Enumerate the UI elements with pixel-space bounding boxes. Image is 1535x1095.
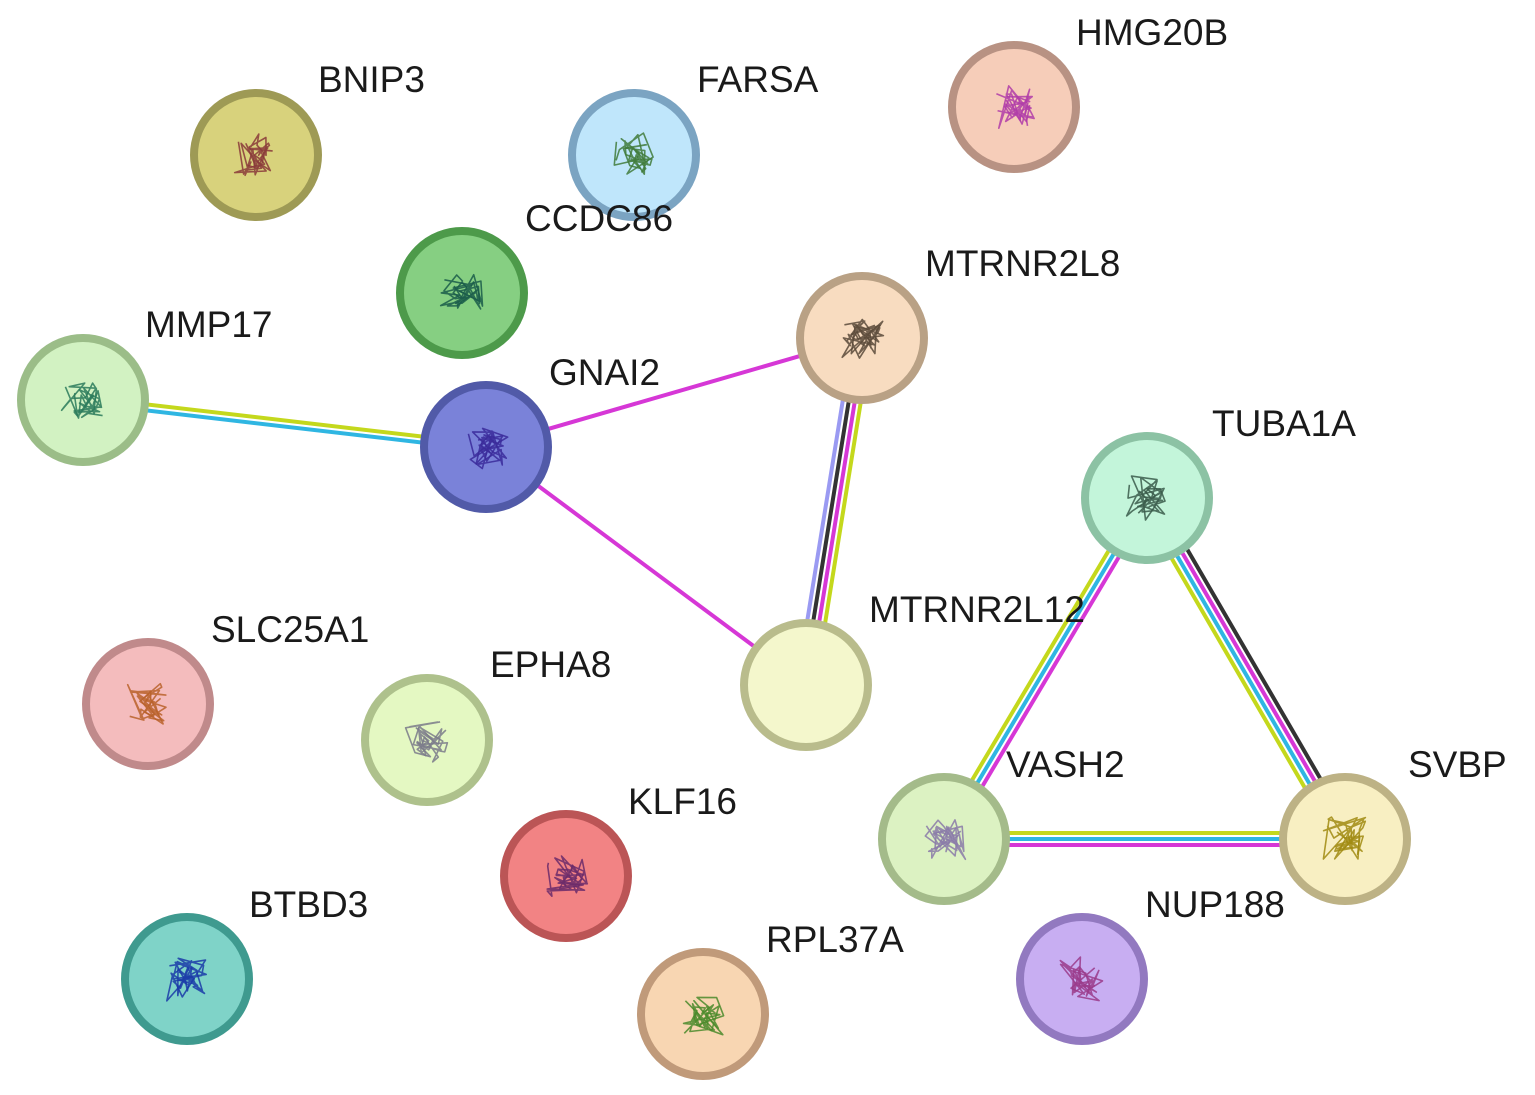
node-circle[interactable] (190, 89, 322, 221)
node-rpl37a[interactable] (637, 948, 769, 1080)
node-tuba1a[interactable] (1081, 432, 1213, 564)
node-klf16[interactable] (500, 810, 632, 942)
node-label-vash2: VASH2 (1006, 744, 1125, 785)
node-label-gnai2: GNAI2 (549, 352, 660, 393)
node-bnip3[interactable] (190, 89, 322, 221)
node-label-ccdc86: CCDC86 (525, 198, 673, 239)
protein-structure-icon (924, 819, 967, 861)
protein-structure-icon (1059, 956, 1104, 1002)
protein-structure-icon (1322, 816, 1367, 860)
node-farsa[interactable] (568, 89, 700, 221)
node-label-mmp17: MMP17 (145, 304, 272, 345)
edge-mmp17-gnai2 (82, 395, 487, 452)
edge-strand (1137, 501, 1339, 845)
edge-gnai2-mtrnr2l12 (484, 445, 808, 687)
node-label-nup188: NUP188 (1145, 884, 1285, 925)
node-mmp17[interactable] (17, 334, 149, 466)
node-circle[interactable] (740, 619, 872, 751)
node-svbp[interactable] (1279, 773, 1411, 905)
node-epha8[interactable] (361, 674, 493, 806)
edge-layer (82, 336, 1355, 847)
protein-structure-icon (467, 427, 509, 470)
node-label-tuba1a: TUBA1A (1212, 403, 1356, 444)
edge-strand (947, 500, 1154, 844)
node-layer (17, 41, 1411, 1080)
edge-vash2-svbp (944, 831, 1345, 847)
edge-strand (82, 400, 486, 452)
protein-structure-icon (404, 721, 449, 763)
edge-strand (942, 496, 1149, 841)
edge-strand (937, 493, 1144, 837)
node-label-bnip3: BNIP3 (318, 59, 425, 100)
edge-strand (484, 445, 808, 687)
protein-structure-icon (233, 133, 273, 177)
node-label-mtrnr2l8: MTRNR2L8 (925, 243, 1120, 284)
node-label-mtrnr2l12: MTRNR2L12 (869, 589, 1085, 630)
node-nup188[interactable] (1016, 913, 1148, 1045)
protein-structure-icon (546, 855, 589, 897)
protein-structure-icon (841, 318, 885, 359)
protein-structure-icon (996, 85, 1035, 129)
node-circle[interactable] (568, 89, 700, 221)
node-label-svbp: SVBP (1408, 744, 1507, 785)
node-label-hmg20b: HMG20B (1076, 12, 1228, 53)
edge-strand (1153, 492, 1355, 836)
node-hmg20b[interactable] (948, 41, 1080, 173)
edge-tuba1a-vash2 (937, 493, 1154, 844)
protein-structure-icon (60, 382, 103, 419)
node-vash2[interactable] (878, 773, 1010, 905)
node-gnai2[interactable] (420, 381, 552, 513)
protein-structure-icon (682, 996, 725, 1036)
protein-structure-icon (166, 957, 207, 1002)
node-label-rpl37a: RPL37A (766, 919, 904, 960)
protein-structure-icon (439, 273, 484, 310)
node-mtrnr2l12[interactable] (740, 619, 872, 751)
protein-structure-icon (126, 682, 167, 725)
label-layer: BNIP3 FARSA HMG20B CCDC86MTRNR2L8MMP17GNAI2… (145, 12, 1507, 960)
protein-structure-icon (613, 132, 654, 175)
node-label-slc25a1: SLC25A1 (211, 609, 369, 650)
protein-structure-icon (1125, 475, 1166, 521)
node-label-btbd3: BTBD3 (249, 884, 368, 925)
node-ccdc86[interactable] (396, 227, 528, 359)
node-mtrnr2l8[interactable] (796, 272, 928, 404)
node-label-farsa: FARSA (697, 59, 819, 100)
node-label-klf16: KLF16 (628, 781, 737, 822)
node-btbd3[interactable] (121, 913, 253, 1045)
node-label-epha8: EPHA8 (490, 644, 611, 685)
edge-strand (83, 395, 487, 447)
node-slc25a1[interactable] (82, 638, 214, 770)
